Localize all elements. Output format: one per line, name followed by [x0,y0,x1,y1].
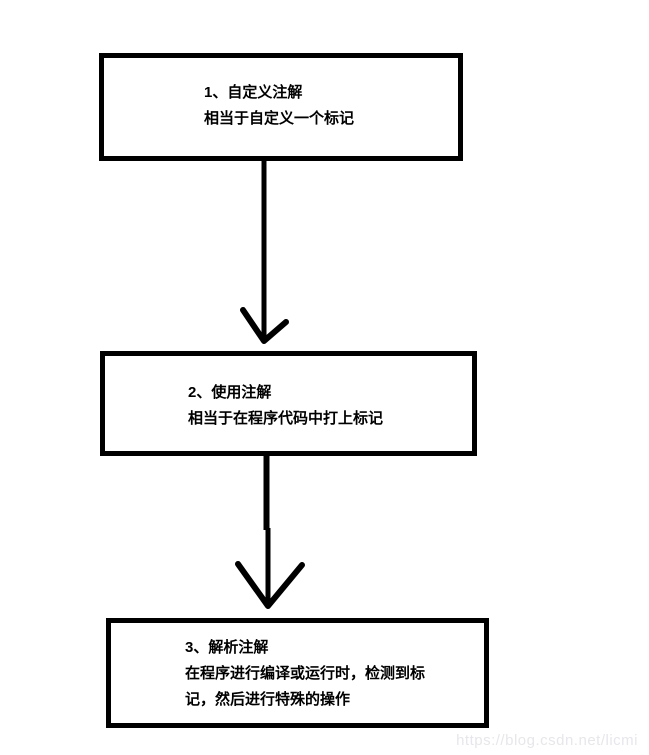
step-1-title: 1、自定义注解 [204,84,303,101]
arrow-down-icon-step1-to-step2 [240,158,289,344]
step-3-desc-line-1: 在程序进行编译或运行时，检测到标 [185,665,426,682]
step-3-desc-line-2: 记，然后进行特殊的操作 [185,691,351,708]
arrow-down-icon-step2-to-step3 [235,454,305,609]
flow-step-3-text: 3、解析注解 在程序进行编译或运行时，检测到标 记，然后进行特殊的操作 [111,623,484,713]
watermark-url: https://blog.csdn.net/licmi [456,732,638,749]
flow-step-3: 3、解析注解 在程序进行编译或运行时，检测到标 记，然后进行特殊的操作 [106,618,489,728]
step-2-desc: 相当于在程序代码中打上标记 [188,410,384,427]
flow-step-1: 1、自定义注解 相当于自定义一个标记 [99,53,463,161]
flow-step-1-text: 1、自定义注解 相当于自定义一个标记 [104,58,458,132]
flow-step-2-text: 2、使用注解 相当于在程序代码中打上标记 [105,356,472,432]
step-2-title: 2、使用注解 [188,384,272,401]
flow-step-2: 2、使用注解 相当于在程序代码中打上标记 [100,351,477,456]
step-1-desc: 相当于自定义一个标记 [204,110,355,127]
step-3-title: 3、解析注解 [185,639,269,656]
